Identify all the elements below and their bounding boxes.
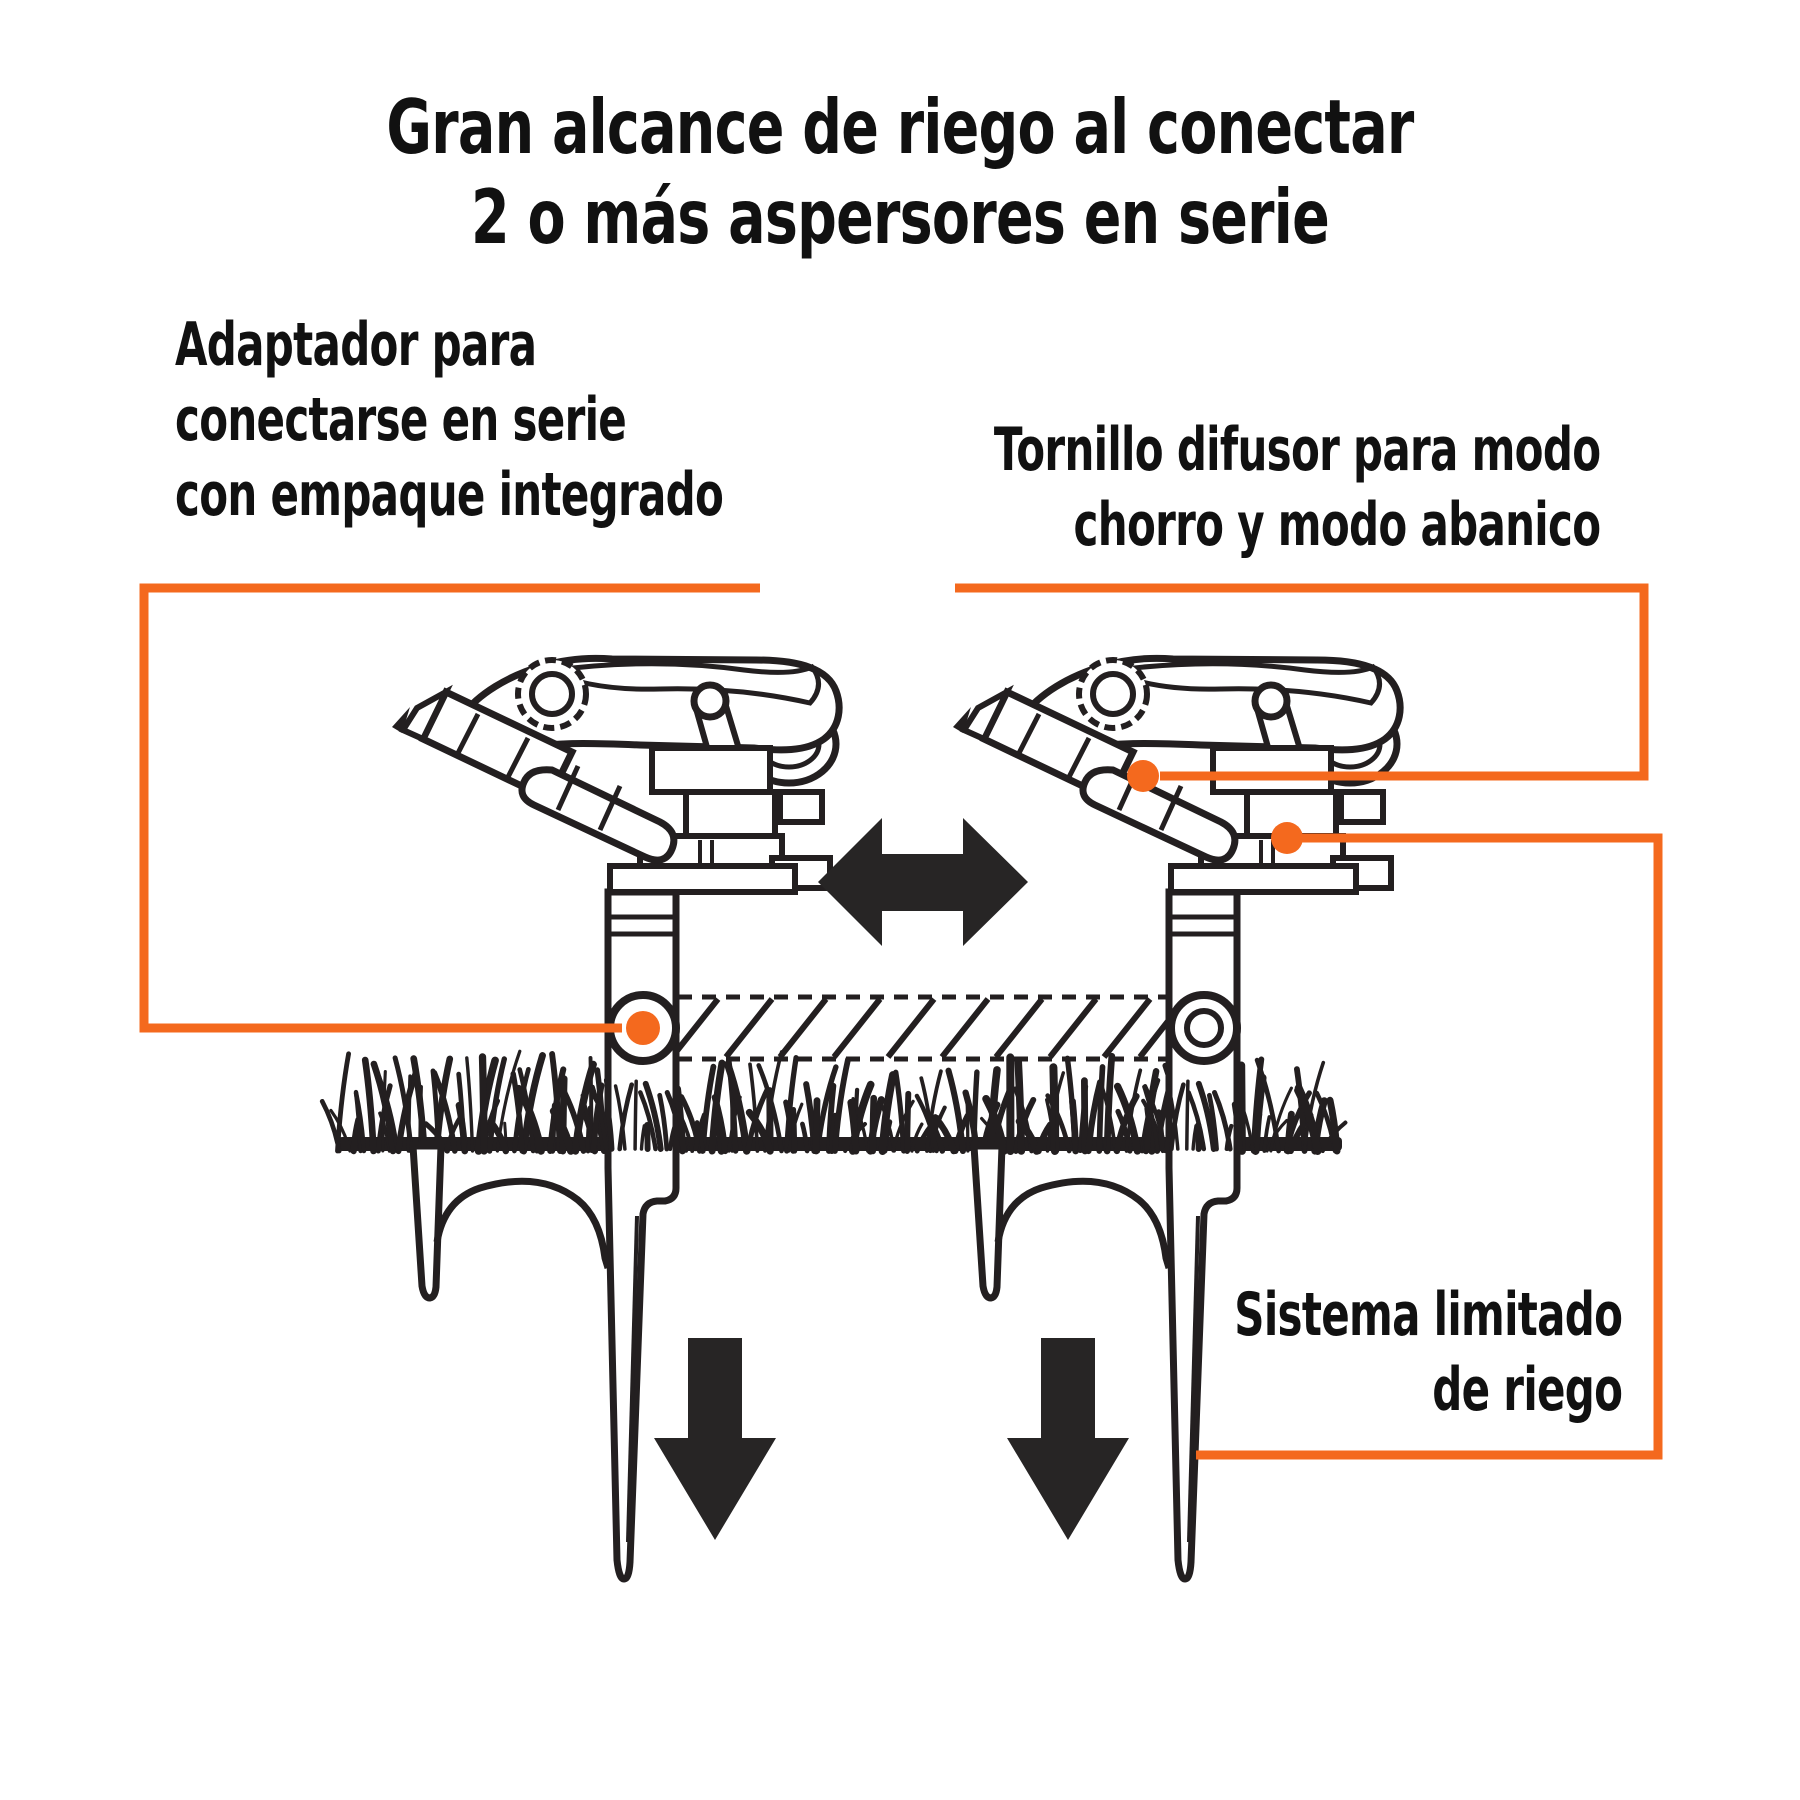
adapter-label-line-2: conectarse en serie <box>175 385 627 455</box>
diffuser-label-line-1: Tornillo difusor para modo <box>993 415 1601 485</box>
grass-foreground <box>580 1079 1263 1152</box>
limited-system-label-line-2: de riego <box>1431 1355 1623 1425</box>
adapter-label-line-3: con empaque integrado <box>175 460 724 530</box>
title-line-1: Gran alcance de riego al conectar <box>386 83 1414 171</box>
adapter-boss-right-inner-ring <box>1184 1008 1224 1048</box>
title-line-2: 2 o más aspersores en serie <box>470 173 1330 261</box>
down-arrow-left-icon <box>654 1338 776 1540</box>
diffuser-callout-line <box>955 583 1649 781</box>
limited-system-callout-dot <box>1271 822 1303 854</box>
adapter-callout-line <box>139 583 760 1033</box>
limited-system-label-line-1: Sistema limitado <box>1233 1280 1623 1350</box>
diffuser-label: Tornillo difusor para modo chorro y modo… <box>993 413 1601 563</box>
adapter-callout-dot <box>626 1011 660 1045</box>
limited-system-label: Sistema limitado de riego <box>1233 1278 1623 1428</box>
series-hose-hatch <box>654 994 1180 1062</box>
diffuser-callout-dot <box>1127 760 1159 792</box>
diffuser-label-line-2: chorro y modo abanico <box>1073 490 1601 560</box>
page-title: Gran alcance de riego al conectar 2 o má… <box>234 82 1566 262</box>
grass <box>319 1049 1348 1155</box>
adapter-label: Adaptador para conectarse en serie con e… <box>175 308 724 533</box>
limited-system-callout-line <box>1196 833 1663 1460</box>
horizontal-double-arrow-icon <box>818 818 1028 946</box>
adapter-label-line-1: Adaptador para <box>175 310 537 380</box>
down-arrow-right-icon <box>1007 1338 1129 1540</box>
